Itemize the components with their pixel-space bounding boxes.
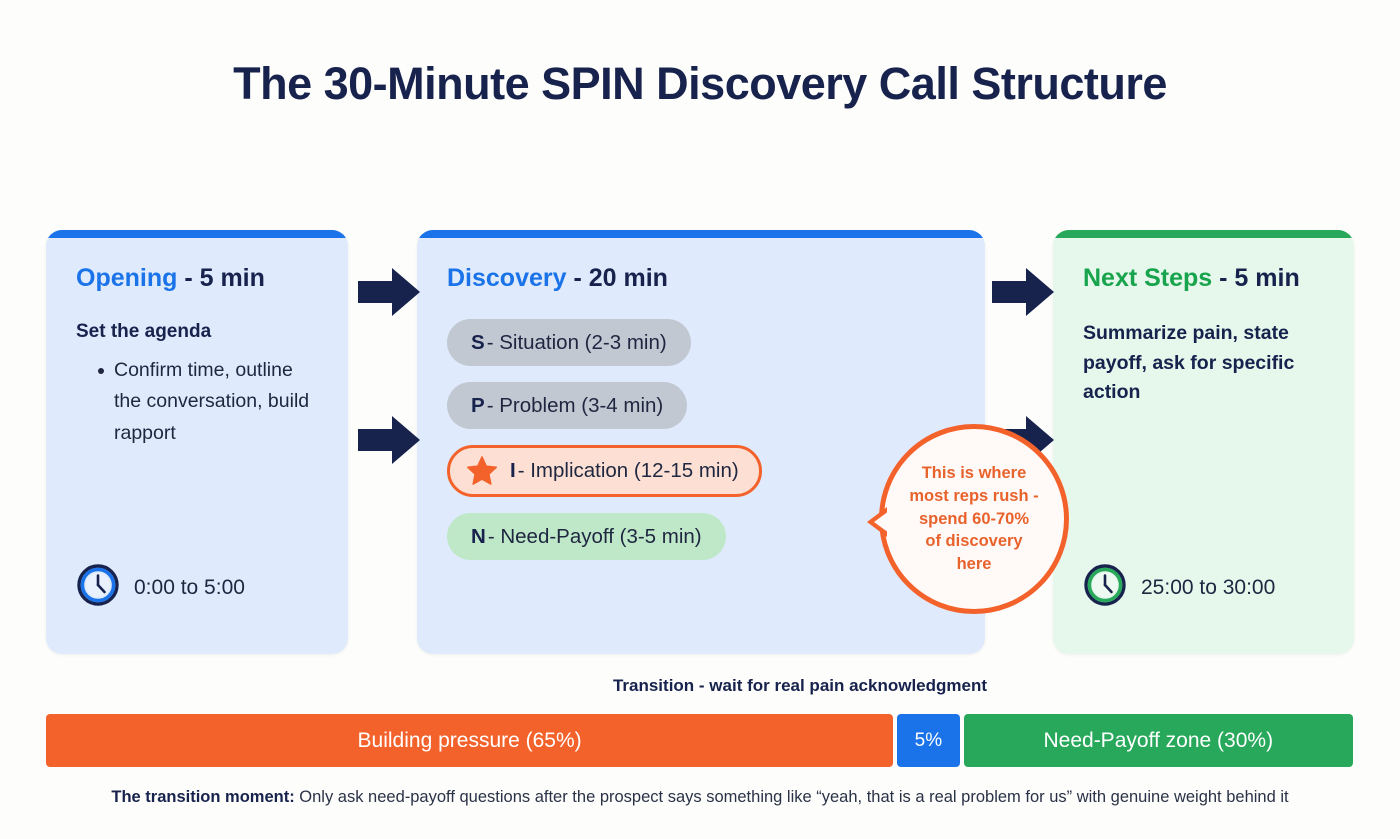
- card-next-steps-description: Summarize pain, state payoff, ask for sp…: [1083, 322, 1295, 404]
- card-opening-bullets: Confirm time, outline the conversation, …: [76, 355, 318, 450]
- spin-pill-implication[interactable]: I - Implication (12-15 min): [447, 445, 762, 497]
- cards-row: Opening - 5 min Set the agenda Confirm t…: [46, 230, 1354, 654]
- card-opening-body: Opening - 5 min Set the agenda Confirm t…: [46, 238, 348, 654]
- callout-tail: [867, 507, 889, 537]
- spin-pill-letter: I: [510, 459, 516, 482]
- segment-building-pressure[interactable]: Building pressure (65%): [46, 714, 894, 767]
- spin-pill-problem[interactable]: P - Problem (3-4 min): [447, 382, 688, 429]
- star-icon: [466, 455, 498, 487]
- card-accent-bar: [46, 230, 348, 238]
- time-allocation-bar: Building pressure (65%) 5% Need-Payoff z…: [46, 714, 1354, 767]
- footer-note-rest: Only ask need-payoff questions after the…: [294, 788, 1289, 806]
- footer-note: The transition moment: Only ask need-pay…: [0, 788, 1400, 807]
- spin-pill-stack: S - Situation (2-3 min) P - Problem (3-4…: [447, 319, 955, 560]
- spin-pill-text: - Situation (2-3 min): [486, 330, 667, 354]
- spin-pill-need-payoff[interactable]: N - Need-Payoff (3-5 min): [447, 513, 726, 560]
- segment-label: 5%: [914, 729, 943, 751]
- segment-need-payoff[interactable]: Need-Payoff zone (30%): [963, 714, 1353, 767]
- callout-bubble: This is where most reps rush - spend 60-…: [867, 424, 1069, 614]
- list-item: Confirm time, outline the conversation, …: [76, 355, 318, 450]
- transition-label: Transition - wait for real pain acknowle…: [612, 676, 988, 695]
- spin-pill-text: - Need-Payoff (3-5 min): [487, 524, 702, 548]
- footer-note-prefix: The transition moment:: [111, 788, 295, 806]
- card-opening: Opening - 5 min Set the agenda Confirm t…: [46, 230, 348, 654]
- callout-text: This is where most reps rush - spend 60-…: [909, 464, 1039, 574]
- spin-pill-situation[interactable]: S - Situation (2-3 min): [447, 319, 691, 366]
- card-opening-heading-rest: - 5 min: [177, 264, 265, 292]
- card-opening-heading: Opening - 5 min: [76, 264, 318, 293]
- spin-pill-letter: N: [471, 524, 486, 548]
- segment-label: Need-Payoff zone (30%): [1043, 728, 1274, 752]
- card-next-steps-time: 25:00 to 30:00: [1083, 563, 1275, 612]
- spin-pill-text: - Problem (3-4 min): [486, 393, 664, 417]
- spin-pill-letter: P: [471, 393, 485, 417]
- card-discovery-heading: Discovery - 20 min: [447, 264, 955, 293]
- clock-icon: [76, 563, 120, 612]
- card-opening-time-range: 0:00 to 5:00: [134, 575, 245, 599]
- page-title: The 30-Minute SPIN Discovery Call Struct…: [233, 58, 1167, 109]
- card-discovery-body: Discovery - 20 min S - Situation (2-3 mi…: [417, 238, 985, 654]
- card-discovery-heading-rest: - 20 min: [566, 264, 668, 292]
- card-opening-heading-accent: Opening: [76, 264, 178, 292]
- card-next-steps-heading-accent: Next Steps: [1083, 264, 1213, 292]
- card-next-steps-body: Next Steps - 5 min Summarize pain, state…: [1053, 238, 1354, 654]
- card-opening-time: 0:00 to 5:00: [76, 563, 245, 612]
- card-next-steps-heading-rest: - 5 min: [1212, 264, 1300, 292]
- card-discovery: Discovery - 20 min S - Situation (2-3 mi…: [417, 230, 985, 654]
- segment-label: Building pressure (65%): [357, 728, 582, 752]
- card-opening-subhead: Set the agenda: [76, 321, 212, 342]
- card-discovery-heading-accent: Discovery: [447, 264, 567, 292]
- card-accent-bar: [1053, 230, 1354, 238]
- card-accent-bar: [417, 230, 985, 238]
- card-next-steps-time-range: 25:00 to 30:00: [1141, 575, 1276, 599]
- arrow-right-icon: [358, 266, 420, 318]
- card-next-steps-heading: Next Steps - 5 min: [1083, 264, 1324, 293]
- spin-pill-text: - Implication (12-15 min): [517, 459, 739, 482]
- spin-pill-letter: S: [471, 330, 485, 354]
- segment-transition[interactable]: 5%: [897, 714, 960, 767]
- arrow-right-icon: [358, 414, 420, 466]
- card-next-steps: Next Steps - 5 min Summarize pain, state…: [1053, 230, 1354, 654]
- clock-icon: [1083, 563, 1127, 612]
- arrow-right-icon: [992, 266, 1054, 318]
